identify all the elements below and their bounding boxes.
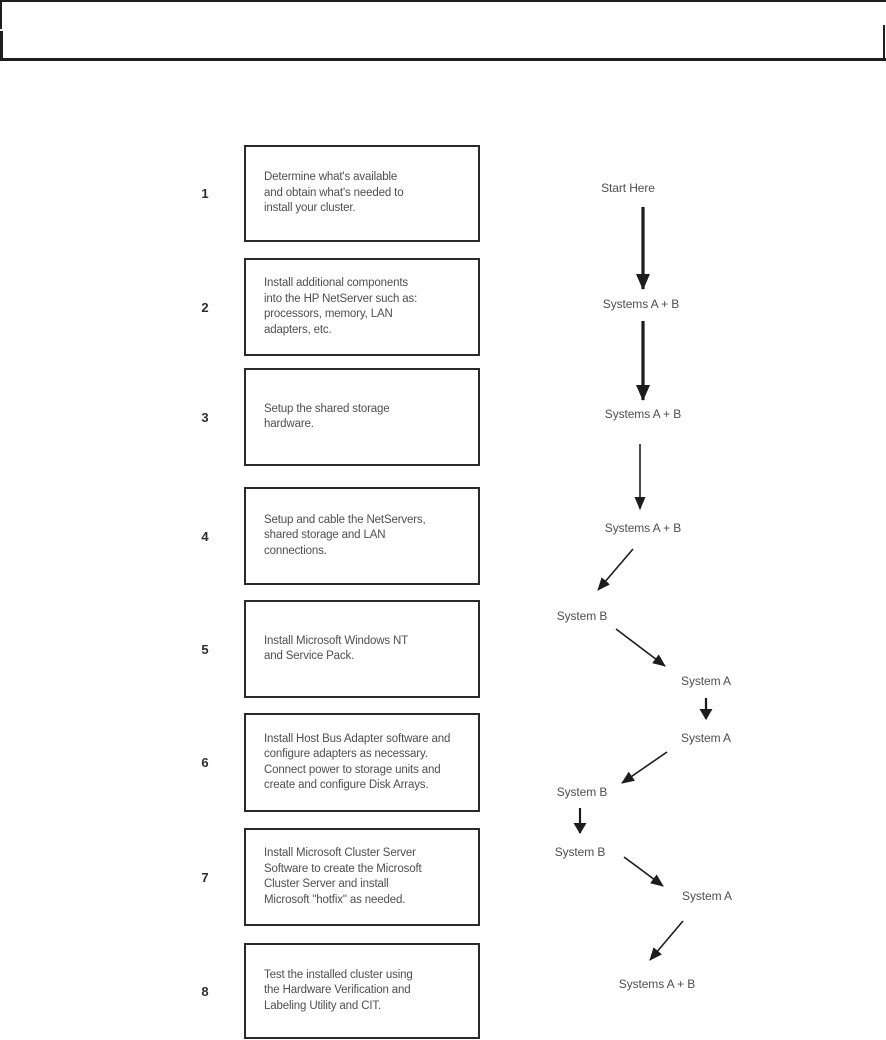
- step-box-7: Install Microsoft Cluster Server Softwar…: [244, 828, 480, 926]
- header-table-border: [0, 0, 2, 29]
- step-number-2: 2: [201, 300, 209, 315]
- flow-node-start-here: Start Here: [601, 181, 655, 195]
- step-text-3: Setup the shared storage hardware.: [264, 402, 390, 431]
- flow-node-systems-ab-3: Systems A + B: [604, 521, 682, 535]
- arrow-ab3-to-b1: [597, 548, 634, 591]
- step-text-6: Install Host Bus Adapter software and co…: [264, 732, 451, 792]
- flow-node-system-a-3: System A: [682, 889, 732, 903]
- step-box-6: Install Host Bus Adapter software and co…: [244, 713, 480, 812]
- arrow-b1-to-a1: [615, 628, 666, 667]
- step-text-8: Test the installed cluster using the Har…: [264, 968, 413, 1012]
- step-text-7: Install Microsoft Cluster Server Softwar…: [264, 847, 422, 906]
- header-table-border: [883, 25, 885, 59]
- step-box-4: Setup and cable the NetServers, shared s…: [244, 487, 480, 585]
- step-number-3: 3: [201, 410, 209, 425]
- step-box-1: Determine what's available and obtain wh…: [244, 145, 480, 242]
- step-number-5: 5: [201, 642, 209, 657]
- step-number-6: 6: [201, 755, 209, 770]
- step-number-8: 8: [201, 984, 209, 999]
- step-number-7: 7: [201, 870, 209, 885]
- step-number-4: 4: [201, 529, 209, 544]
- flow-node-system-b-2: System B: [556, 785, 608, 799]
- flow-node-systems-ab-1: Systems A + B: [602, 297, 680, 311]
- flow-node-systems-ab-2: Systems A + B: [604, 407, 682, 421]
- step-box-3: Setup the shared storage hardware.: [244, 368, 480, 466]
- header-table-border: [0, 31, 3, 58]
- arrow-b3-to-a3: [623, 856, 664, 887]
- flow-node-system-a-1: System A: [681, 674, 731, 688]
- flow-node-systems-ab-4: Systems A + B: [618, 977, 696, 991]
- flow-node-system-b-3: System B: [554, 845, 606, 859]
- flow-node-system-b-1: System B: [556, 609, 608, 623]
- step-number-1: 1: [201, 186, 209, 201]
- header-table-border: [0, 0, 886, 2]
- arrow-a3-to-ab4: [649, 920, 684, 961]
- step-box-8: Test the installed cluster using the Har…: [244, 943, 480, 1039]
- step-box-2: Install additional components into the H…: [244, 258, 480, 356]
- arrow-a2-to-b2: [621, 751, 668, 784]
- step-text-5: Install Microsoft Windows NT and Service…: [264, 634, 409, 663]
- step-text-4: Setup and cable the NetServers, shared s…: [264, 513, 426, 557]
- flow-node-system-a-2: System A: [681, 731, 731, 745]
- step-text-1: Determine what's available and obtain wh…: [264, 171, 404, 215]
- step-text-2: Install additional components into the H…: [264, 277, 418, 336]
- header-table-border: [0, 58, 886, 61]
- step-box-5: Install Microsoft Windows NT and Service…: [244, 600, 480, 698]
